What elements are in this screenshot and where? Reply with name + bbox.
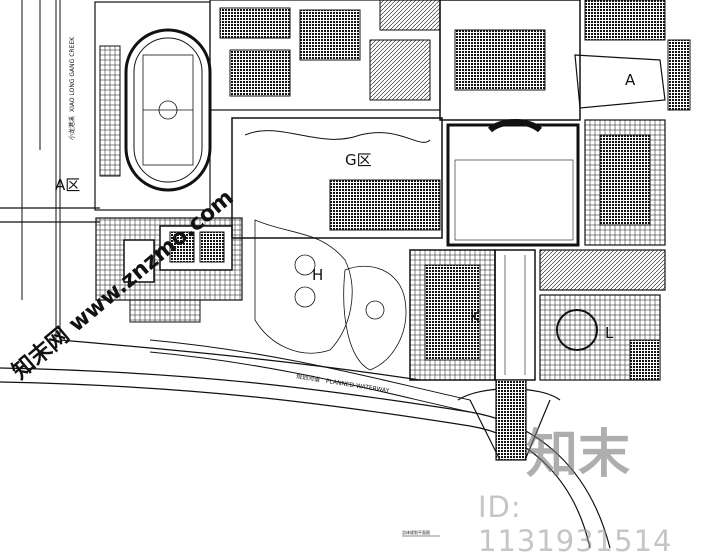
svg-text:XIAO LONG GANG CREEK: XIAO LONG GANG CREEK [69,36,76,112]
creek-label: 小龙港溪 XIAO LONG GANG CREEK [68,36,76,140]
sheet-title: 总体规划平面图 [402,529,430,535]
zone-label-a-top: A [625,71,636,89]
waterway-label: 规划河道 PLANNED WATERWAY [296,372,390,395]
sports-hall-block [95,217,243,323]
zone-label-g: G区 [345,151,372,169]
stadium [94,1,212,211]
h-zone-park [254,219,407,371]
zone-label-h: H [312,266,323,284]
watermark-brand: 知末 [526,425,631,485]
creek-edges [21,0,61,340]
svg-text:小龙港溪: 小龙港溪 [68,116,76,140]
east-blocks [574,39,691,246]
top-building-cluster [209,0,666,121]
central-hall [446,119,580,247]
zone-label-k: K [470,308,481,326]
g-zone-garden [231,117,443,239]
zone-label-l: L [605,324,614,342]
main-roads [0,207,611,548]
zone-label-a: A区 [55,176,80,194]
svg-text:规划河道: 规划河道 [296,372,321,384]
k-zone-blocks [409,249,666,381]
planned-waterway [149,339,471,413]
south-gate [457,379,561,461]
